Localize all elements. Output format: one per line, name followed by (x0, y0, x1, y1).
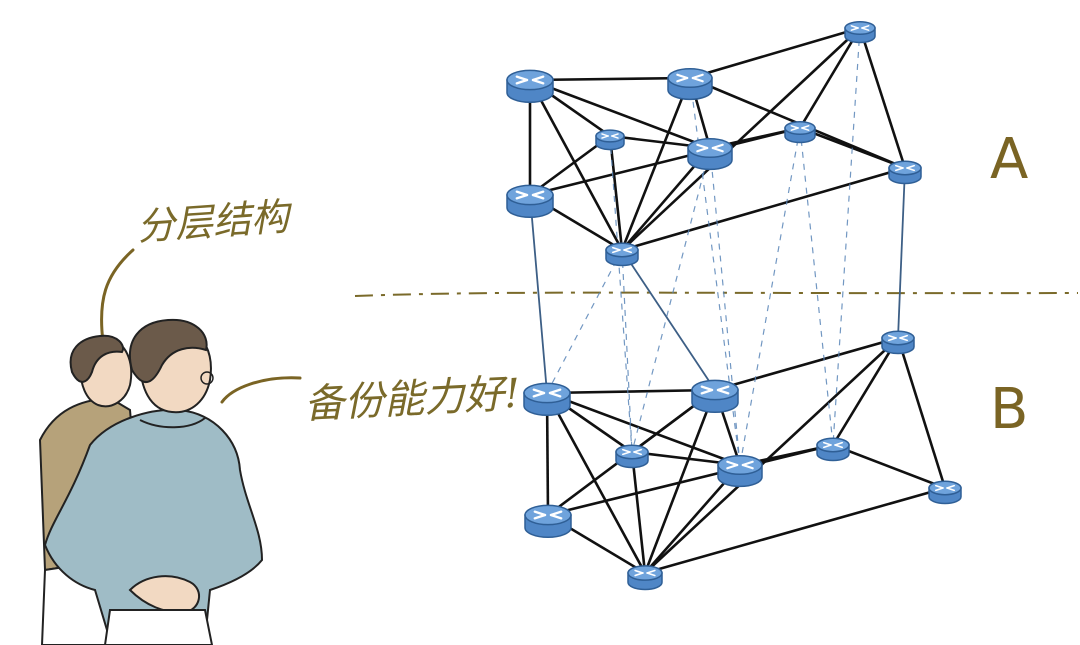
network-link (896, 337, 947, 489)
router-icon (717, 455, 763, 488)
network-link (689, 26, 861, 80)
network-link (644, 486, 946, 575)
router-icon (506, 184, 554, 219)
inter-layer-dashed-link (546, 249, 623, 394)
inter-layer-dashed-link (799, 127, 834, 446)
network-link (630, 451, 647, 574)
inter-layer-dashed-link (609, 135, 633, 453)
router-icon (605, 242, 639, 267)
router-icon (595, 129, 625, 151)
network-link (528, 79, 624, 251)
speech-curve-top (100, 248, 135, 344)
network-link (644, 337, 899, 574)
router-icon (524, 504, 572, 539)
router-icon (691, 379, 739, 414)
inter-layer-dashed-link (631, 147, 711, 453)
front-person-collar (139, 417, 206, 429)
inter-layer-link (621, 249, 716, 391)
router-icon (687, 138, 733, 171)
network-link (529, 126, 801, 197)
network-link (621, 166, 906, 252)
annotation-layered-structure: 分层结构 (136, 194, 296, 249)
router-icon (615, 444, 649, 469)
inter-layer-dashed-link (832, 27, 861, 446)
hands-on-back (128, 575, 200, 614)
router-icon (627, 565, 663, 591)
glasses (200, 371, 214, 385)
router-icon (881, 330, 915, 355)
network-link (831, 337, 900, 446)
inter-layer-link (897, 167, 906, 339)
router-icon (784, 120, 816, 144)
router-icon (506, 69, 554, 104)
router-icon (928, 480, 962, 505)
network-link (547, 443, 834, 517)
router-icon (844, 20, 876, 44)
annotation-backup-capability: 备份能力好! (303, 371, 521, 428)
inter-layer-dashed-link (709, 147, 741, 466)
network-link (546, 391, 741, 467)
back-person-hair (69, 334, 124, 383)
front-person-hair (128, 318, 208, 384)
network-link (714, 336, 899, 392)
network-link (621, 27, 861, 251)
router-icon (667, 68, 713, 101)
router-icon (523, 382, 571, 417)
layer-label-b: B (990, 377, 1028, 442)
network-link (529, 76, 691, 82)
inter-layer-link (529, 194, 548, 394)
network-link (529, 78, 711, 150)
network-link (798, 27, 862, 129)
network-link (608, 135, 624, 251)
network-link (546, 388, 716, 395)
router-icon (816, 437, 850, 462)
network-links (528, 26, 947, 575)
layer-divider-line (354, 291, 1079, 297)
router-icon (888, 160, 922, 185)
network-link (858, 27, 907, 169)
inter-layer-dashed-link (621, 249, 633, 453)
speech-curve-bottom (220, 376, 302, 404)
network-link (832, 443, 946, 490)
inter-layer-dashed-link (739, 127, 801, 466)
network-link (545, 392, 647, 574)
layer-label-a: A (990, 127, 1028, 192)
front-person-pants (103, 609, 214, 645)
two-people-illustration (38, 318, 264, 645)
router-nodes (506, 20, 962, 591)
